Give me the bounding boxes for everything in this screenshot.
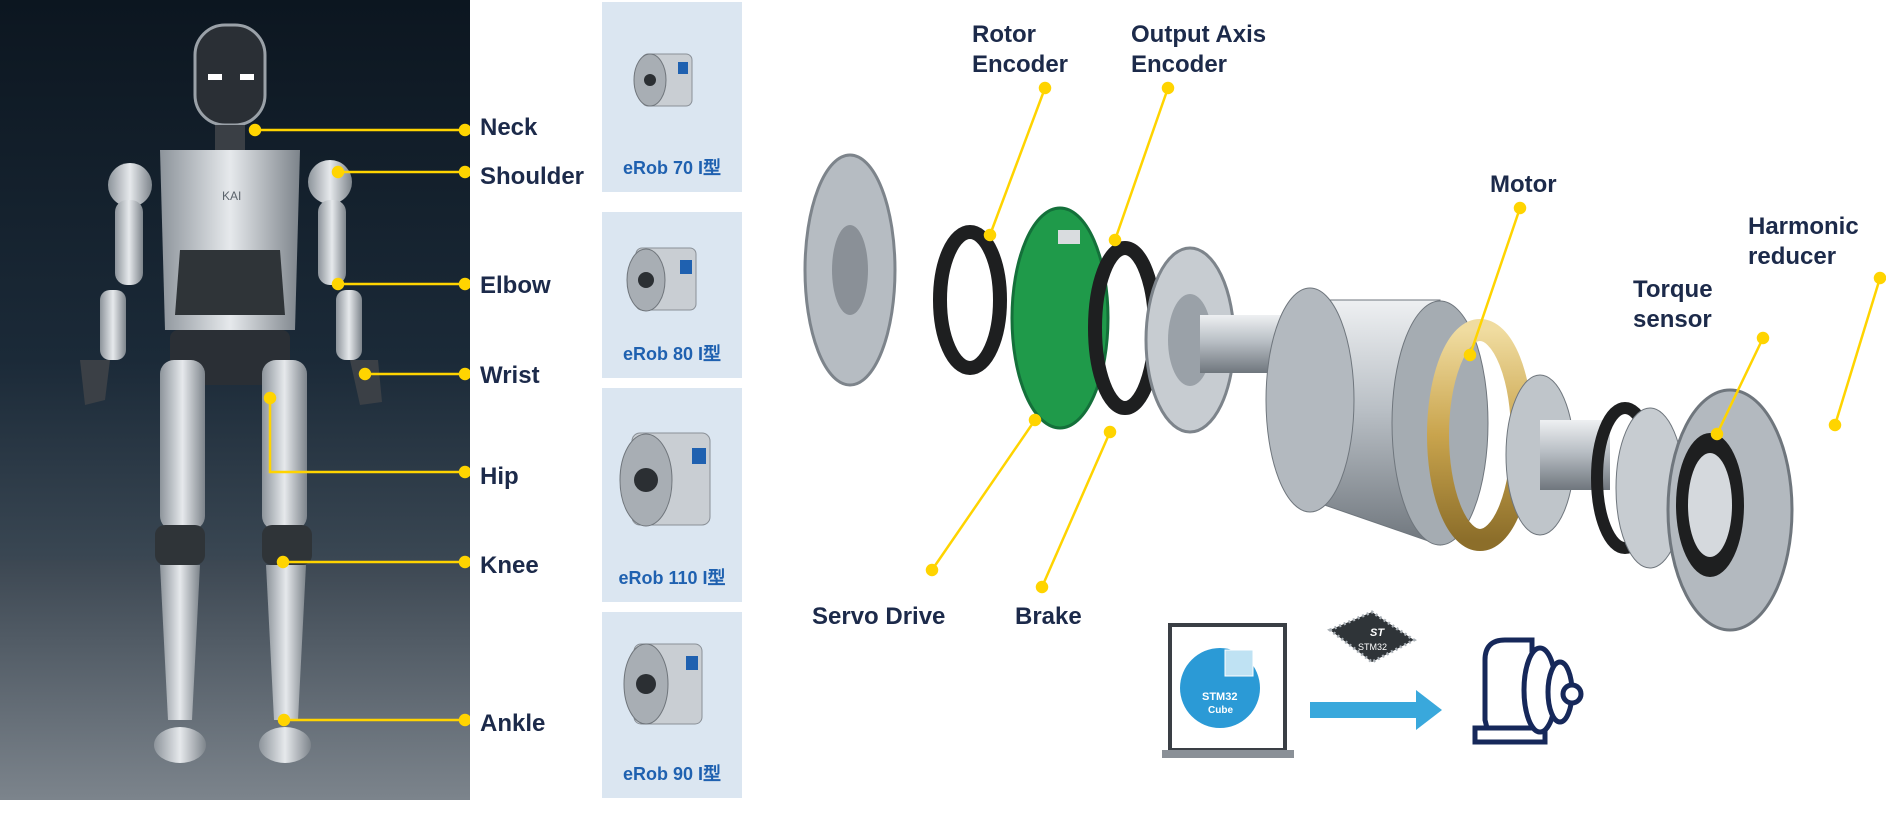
software-badge-bottom: Cube [1208,705,1233,716]
product-label: eRob 80 I型 [622,344,722,364]
part-label-output-axis-encoder: Output Axis Encoder [1131,21,1267,78]
actuator-icon [633,53,693,107]
robot-shoulder-right [308,160,352,204]
flow-arrow-icon [1310,690,1442,730]
mcu-chip-icon [1327,610,1417,664]
product-label: eRob 70 I型 [622,158,722,178]
actuator-icon [619,432,711,527]
part-label-motor: Motor [1490,171,1557,198]
laptop-icon [1162,623,1294,758]
product-tile-erob90[interactable]: eRob 90 I型 [602,612,742,798]
joint-label-wrist: Wrist [480,362,540,389]
exploded-actuator-diagram: STM32 Cube ST STM32 [803,81,1886,758]
part-label-servo-drive: Servo Drive [812,603,946,630]
joint-callout-lines [248,123,470,727]
humanoid-robot-illustration: KAI [0,23,470,800]
rotor-encoder-ring [933,225,1007,375]
product-tile-erob110[interactable]: eRob 110 I型 [602,388,742,602]
chip-label: STM32 [1358,642,1387,652]
joint-label-neck: Neck [480,114,538,141]
servo-drive-board [1010,206,1110,430]
product-label: eRob 90 I型 [622,764,722,784]
joint-label-hip: Hip [480,463,519,490]
part-label-torque-sensor: Torque sensor [1633,276,1713,333]
part-callout-lines [925,81,1886,594]
robot-photo-panel: KAI [0,0,470,800]
product-tile-erob70[interactable]: eRob 70 I型 [602,2,742,192]
part-label-brake: Brake [1015,603,1082,630]
robot-head [193,23,267,127]
joint-label-ankle: Ankle [480,710,546,737]
software-badge-top: STM32 [1202,691,1237,703]
actuator-outline-icon [1472,637,1584,745]
joint-label-shoulder: Shoulder [480,163,585,190]
chest-logo: KAI [222,189,241,203]
actuator-icon [626,247,697,312]
actuator-icon [623,643,703,725]
joint-label-elbow: Elbow [480,272,551,299]
chip-brand: ST [1370,627,1385,639]
part-label-rotor-encoder: Rotor Encoder [972,21,1069,78]
joint-label-knee: Knee [480,552,539,579]
product-tile-erob80[interactable]: eRob 80 I型 [602,212,742,378]
robot-shoulder-left [108,163,152,207]
part-label-harmonic-reducer: Harmonic reducer [1748,213,1859,270]
product-label: eRob 110 I型 [618,568,726,588]
